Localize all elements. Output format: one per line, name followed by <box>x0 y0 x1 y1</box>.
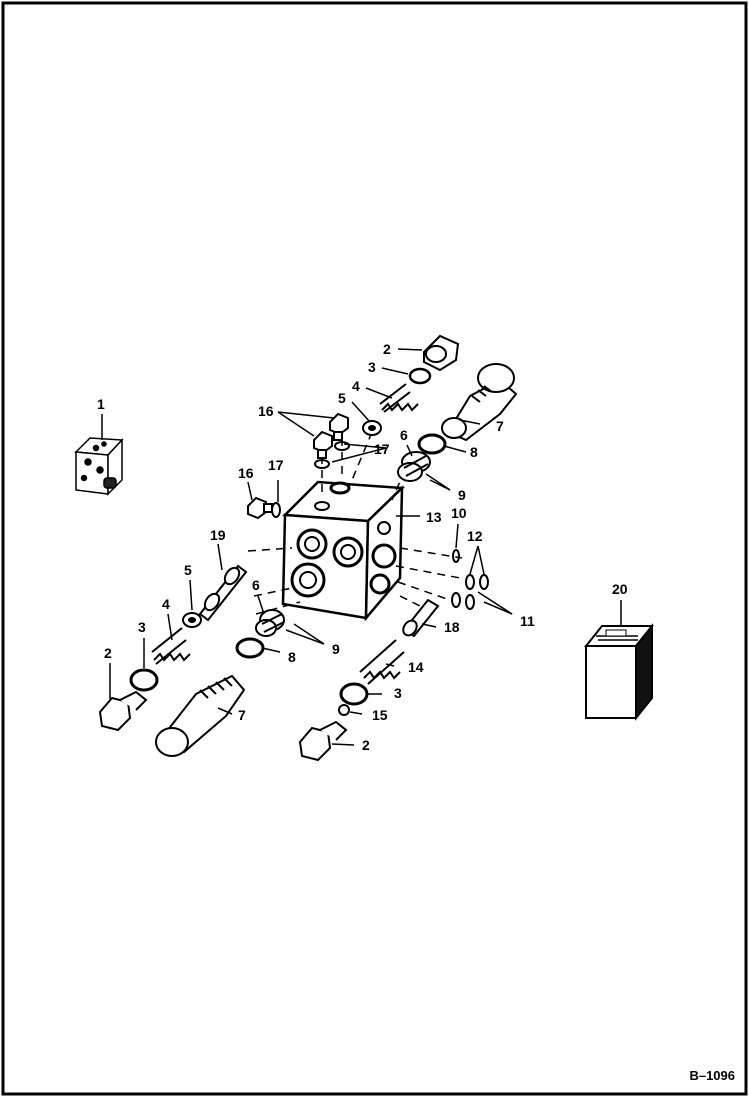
part-cartridge-left <box>155 674 246 757</box>
callout-4-top: 4 <box>352 378 360 394</box>
callout-9-left: 9 <box>332 641 340 657</box>
part-plug-16a <box>313 430 333 459</box>
part-spring-top <box>379 383 419 413</box>
callout-5-left: 5 <box>184 562 192 578</box>
callout-1: 1 <box>97 396 105 412</box>
callout-20: 20 <box>612 581 628 597</box>
part-orings-right <box>451 549 489 610</box>
callout-14: 14 <box>408 659 424 675</box>
callout-8-top: 8 <box>470 444 478 460</box>
part-poppet-left <box>255 609 285 637</box>
callout-7-top: 7 <box>496 418 504 434</box>
callout-2-top: 2 <box>383 341 391 357</box>
callout-labels: 1 2 3 4 5 6 7 8 9 10 11 12 13 14 15 16 1… <box>97 341 628 753</box>
callout-4-left: 4 <box>162 596 170 612</box>
callout-17-left: 17 <box>268 457 284 473</box>
part-plug-16b <box>329 412 349 441</box>
part-plug-bottom <box>298 720 348 762</box>
callout-7-left: 7 <box>238 707 246 723</box>
callout-18: 18 <box>444 619 460 635</box>
part-spool-19 <box>198 564 248 622</box>
part-oring-8-top <box>417 433 447 455</box>
callout-16-top: 16 <box>258 403 274 419</box>
part-washer-top <box>362 420 382 436</box>
leader-lines <box>101 348 622 746</box>
part-oring-right <box>339 682 369 706</box>
callout-12: 12 <box>467 528 483 544</box>
callout-2-bottom: 2 <box>362 737 370 753</box>
callout-6-left: 6 <box>252 577 260 593</box>
part-spring-14 <box>359 639 405 685</box>
part-complete-valve <box>74 437 124 496</box>
part-oring-left <box>129 668 159 692</box>
part-plug-left <box>98 690 148 732</box>
part-poppet-top <box>397 451 431 482</box>
part-spring-left <box>151 627 191 665</box>
callout-17-top: 17 <box>374 441 390 457</box>
part-valve-body <box>281 480 405 622</box>
part-seal-kit <box>583 623 655 721</box>
part-oring-top <box>408 367 432 385</box>
part-plug-16c <box>247 496 273 520</box>
callout-19: 19 <box>210 527 226 543</box>
callout-2-left: 2 <box>104 645 112 661</box>
callout-3-left: 3 <box>138 619 146 635</box>
callout-8-left: 8 <box>288 649 296 665</box>
part-cartridge-top <box>441 363 518 442</box>
part-oring-8-left <box>235 637 265 659</box>
callout-11: 11 <box>520 613 535 629</box>
figure-reference: B–1096 <box>689 1068 735 1083</box>
part-oring-17c <box>271 502 281 518</box>
callout-16-left: 16 <box>238 465 254 481</box>
callout-3-top: 3 <box>368 359 376 375</box>
callout-10: 10 <box>451 505 467 521</box>
part-plug-top <box>423 334 460 372</box>
callout-9-top: 9 <box>458 487 466 503</box>
callout-3-right: 3 <box>394 685 402 701</box>
callout-13: 13 <box>426 509 442 525</box>
callout-15: 15 <box>372 707 388 723</box>
part-oring-17a <box>314 459 330 469</box>
callout-6-top: 6 <box>400 427 408 443</box>
part-washer-left <box>182 612 202 628</box>
part-oring-17b <box>334 441 350 451</box>
part-spool-18 <box>402 598 440 638</box>
callout-5-top: 5 <box>338 390 346 406</box>
part-ball-15 <box>338 704 350 716</box>
